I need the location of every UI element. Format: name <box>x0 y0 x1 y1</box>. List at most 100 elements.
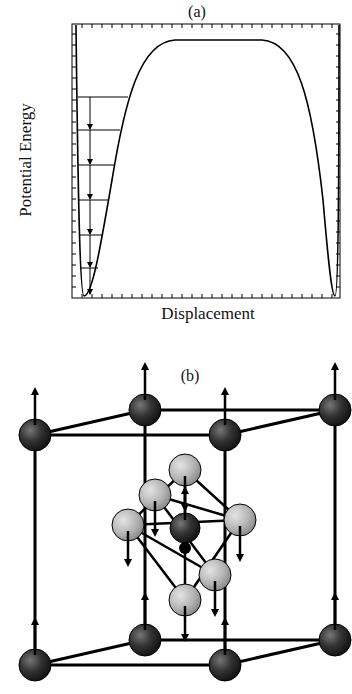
unit-cell <box>35 410 335 665</box>
tick <box>262 24 263 28</box>
octahedron-bonds <box>128 470 240 600</box>
tick <box>242 24 243 28</box>
tick <box>72 210 76 211</box>
tick <box>72 111 76 112</box>
tick <box>72 78 76 79</box>
tick <box>182 294 183 298</box>
tick <box>192 294 193 298</box>
tick <box>172 294 173 298</box>
spin-arrow <box>34 621 37 655</box>
tick <box>292 24 293 28</box>
tick <box>322 294 323 298</box>
tick <box>72 199 76 200</box>
tick <box>72 276 76 277</box>
spin-arrow <box>334 366 337 400</box>
tick <box>162 294 163 298</box>
tick <box>72 243 76 244</box>
tick <box>152 294 153 298</box>
tick <box>162 24 163 28</box>
spin-arrow <box>239 526 242 558</box>
atoms <box>19 366 351 681</box>
tick <box>292 294 293 298</box>
spin-arrow <box>334 596 337 630</box>
tick <box>122 24 123 28</box>
energy-levels <box>78 97 128 268</box>
tick <box>72 232 76 233</box>
axis-ticks <box>72 24 340 298</box>
tick <box>142 294 143 298</box>
tick <box>242 294 243 298</box>
tick <box>322 24 323 28</box>
spin-arrow <box>127 531 130 563</box>
tick <box>132 24 133 28</box>
tick <box>132 294 133 298</box>
tick <box>92 294 93 298</box>
tick <box>202 24 203 28</box>
center-ion <box>179 542 191 554</box>
tick <box>82 294 83 298</box>
tick <box>192 24 193 28</box>
tick <box>222 294 223 298</box>
tick <box>302 24 303 28</box>
transition-arrows <box>90 97 91 294</box>
tick <box>142 24 143 28</box>
tick <box>302 294 303 298</box>
tick <box>282 24 283 28</box>
tick <box>92 24 93 28</box>
spin-arrow <box>214 581 217 613</box>
spin-arrow <box>224 391 227 425</box>
tick <box>72 56 76 57</box>
tick <box>232 24 233 28</box>
tick <box>332 294 333 298</box>
panel-label: (b) <box>181 367 200 385</box>
tick <box>182 24 183 28</box>
axis-title: Displacement <box>161 304 254 324</box>
tick <box>252 294 253 298</box>
tick <box>102 24 103 28</box>
axis-title: Potential Energy <box>16 103 36 216</box>
tick <box>202 294 203 298</box>
spin-arrow <box>144 366 147 400</box>
tick <box>172 24 173 28</box>
tick <box>272 24 273 28</box>
tick <box>72 287 76 288</box>
tick <box>332 24 333 28</box>
tick <box>72 144 76 145</box>
spin-arrow <box>34 391 37 425</box>
tick <box>112 24 113 28</box>
tick <box>112 294 113 298</box>
tick <box>72 166 76 167</box>
tick <box>152 24 153 28</box>
tick <box>72 265 76 266</box>
tick <box>72 133 76 134</box>
tick <box>232 294 233 298</box>
panel-label: (a) <box>188 3 206 21</box>
tick <box>82 24 83 28</box>
tick <box>252 24 253 28</box>
tick <box>272 294 273 298</box>
tick <box>122 294 123 298</box>
tick <box>282 294 283 298</box>
tick <box>212 294 213 298</box>
tick <box>72 122 76 123</box>
spin-arrow <box>154 501 157 533</box>
tick <box>312 24 313 28</box>
tick <box>222 24 223 28</box>
potential-curve <box>76 25 339 296</box>
plot-frame <box>72 24 340 298</box>
tick <box>72 221 76 222</box>
tick <box>212 24 213 28</box>
tick <box>72 188 76 189</box>
tick <box>102 294 103 298</box>
tick <box>72 89 76 90</box>
spin-arrow <box>144 596 147 630</box>
tick <box>72 155 76 156</box>
spin-arrow <box>224 621 227 655</box>
tick <box>72 254 76 255</box>
tick <box>72 67 76 68</box>
tick <box>72 100 76 101</box>
tick <box>312 294 313 298</box>
tick <box>72 45 76 46</box>
